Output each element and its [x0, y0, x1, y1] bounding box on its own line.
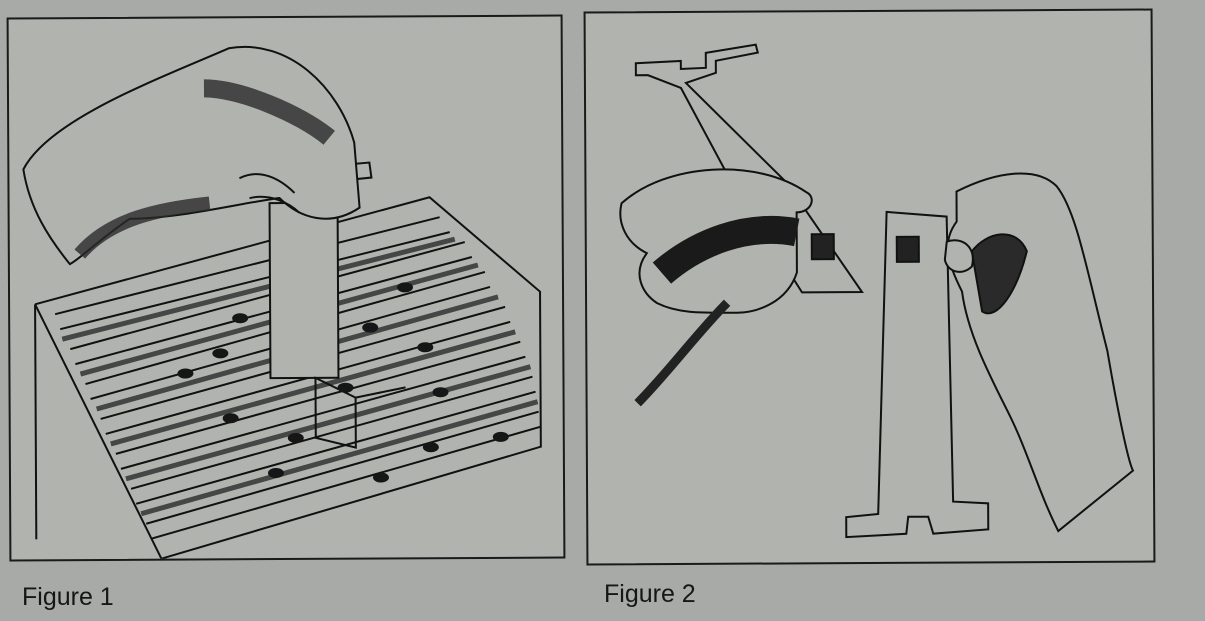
bees — [177, 282, 509, 483]
figure-1-illustration — [6, 14, 566, 562]
hive-frames-drawing — [22, 45, 542, 560]
figure-1-caption: Figure 1 — [22, 583, 114, 611]
figure-2-caption: Figure 2 — [604, 580, 696, 608]
figure-2-illustration — [583, 8, 1156, 566]
tool-and-hands-drawing — [619, 43, 1135, 539]
